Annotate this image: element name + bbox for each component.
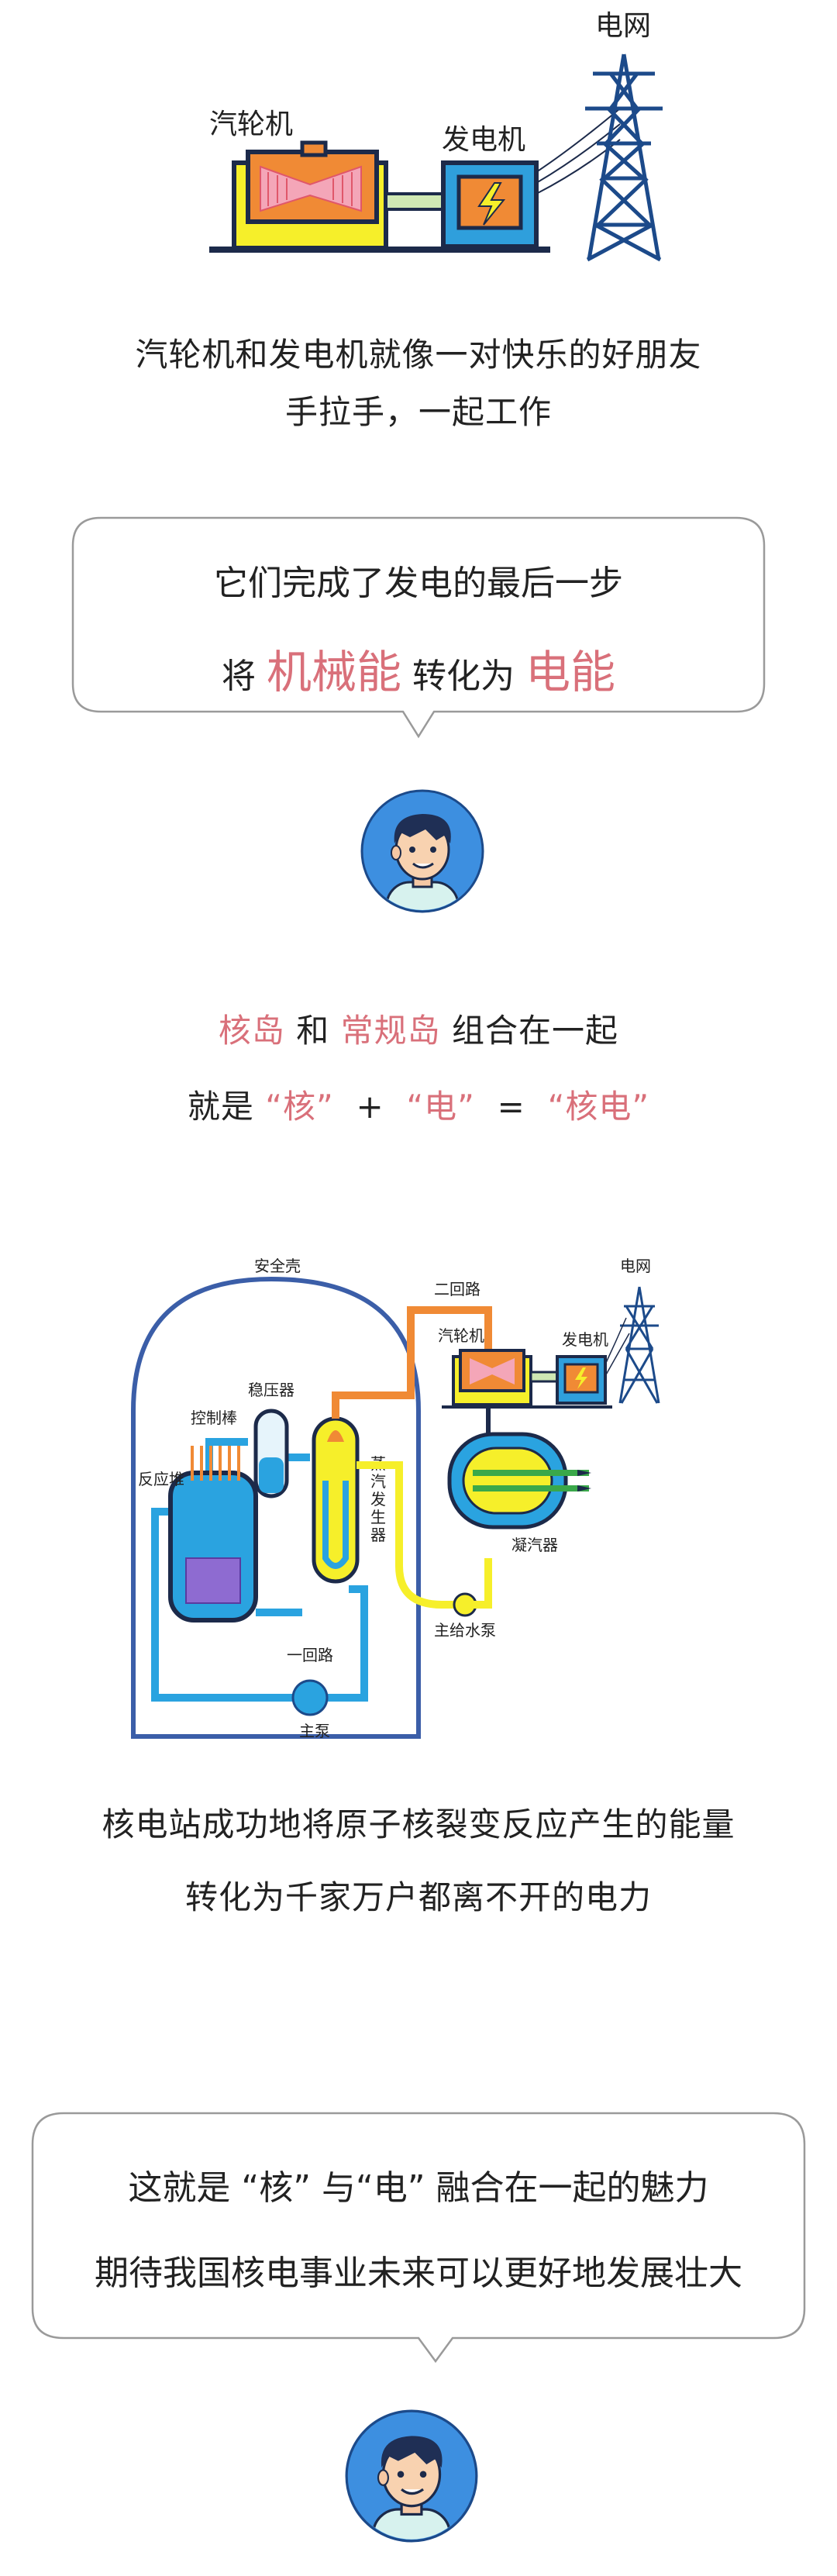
electrical-energy-highlight: 电能	[525, 646, 616, 698]
grid-label: 电网	[595, 10, 651, 42]
eq-equals: =	[497, 1088, 525, 1126]
eq-hedian: “核电”	[547, 1088, 650, 1126]
avatar	[345, 2409, 478, 2543]
steam-gen-label-3: 发	[370, 1490, 386, 1509]
condenser-label: 凝汽器	[512, 1536, 558, 1554]
caption-line-1: 汽轮机和发电机就像一对快乐的好朋友	[135, 336, 702, 374]
grid-small-label: 电网	[620, 1257, 651, 1275]
turbine-label: 汽轮机	[209, 109, 293, 140]
and-text: 和	[296, 1012, 330, 1050]
generator-label: 发电机	[442, 124, 525, 156]
containment-label: 安全壳	[254, 1257, 301, 1275]
bubble1-pre: 将	[221, 657, 256, 696]
avatar	[360, 789, 484, 913]
summary-line-2: 转化为千家万户都离不开的电力	[184, 1878, 652, 1916]
equation-line: 就是 “核” + “电” = “核电”	[0, 1081, 837, 1128]
bubble2-line2: 期待我国核电事业未来可以更好地发展壮大	[95, 2254, 742, 2293]
bubble1-line2: 将 机械能 转化为 电能	[0, 645, 837, 704]
feed-pump-label: 主给水泵	[434, 1621, 496, 1640]
steam-gen-label-2: 汽	[370, 1472, 386, 1491]
secondary-loop-label: 二回路	[434, 1280, 480, 1298]
reactor-label: 反应堆	[138, 1470, 184, 1488]
bubble1-line1: 它们完成了发电的最后一步	[214, 564, 623, 603]
steam-gen-label-5: 器	[370, 1526, 386, 1544]
eq-plus: +	[356, 1088, 384, 1126]
turbine-small-label: 汽轮机	[438, 1326, 484, 1345]
bubble2-line1: 这就是 “核” 与“电” 融合在一起的魅力	[128, 2168, 709, 2208]
speech-bubble-2	[31, 2112, 806, 2364]
main-pump-label: 主泵	[299, 1722, 330, 1740]
eq-dian: “电”	[406, 1088, 475, 1126]
steam-gen-label-4: 生	[370, 1508, 386, 1526]
generator-small-label: 发电机	[562, 1330, 608, 1349]
turbine-generator-illustration: 汽轮机 发电机 电网	[209, 10, 663, 262]
pressurizer-label: 稳压器	[248, 1381, 294, 1399]
primary-loop-label: 一回路	[287, 1646, 333, 1664]
nuclear-island-highlight: 核岛	[218, 1012, 285, 1050]
summary-line-1: 核电站成功地将原子核裂变反应产生的能量	[102, 1805, 735, 1843]
mechanical-energy-highlight: 机械能	[266, 646, 401, 698]
bubble1-mid: 转化为	[412, 657, 515, 696]
nuclear-plant-diagram: 安全壳 一回路 主泵 控制棒 反应堆 稳压器 蒸 汽 发 生 器 二回路 主给水…	[131, 1257, 660, 1740]
islands-line: 核岛 和 常规岛 组合在一起	[0, 1005, 837, 1052]
combine-text: 组合在一起	[452, 1012, 619, 1050]
speech-bubble-1	[71, 516, 766, 739]
eq-pre: 就是	[187, 1088, 254, 1126]
caption-line-2: 手拉手，一起工作	[284, 393, 552, 431]
control-rods-label: 控制棒	[191, 1409, 237, 1427]
eq-he: “核”	[265, 1088, 334, 1126]
conventional-island-highlight: 常规岛	[340, 1012, 441, 1050]
